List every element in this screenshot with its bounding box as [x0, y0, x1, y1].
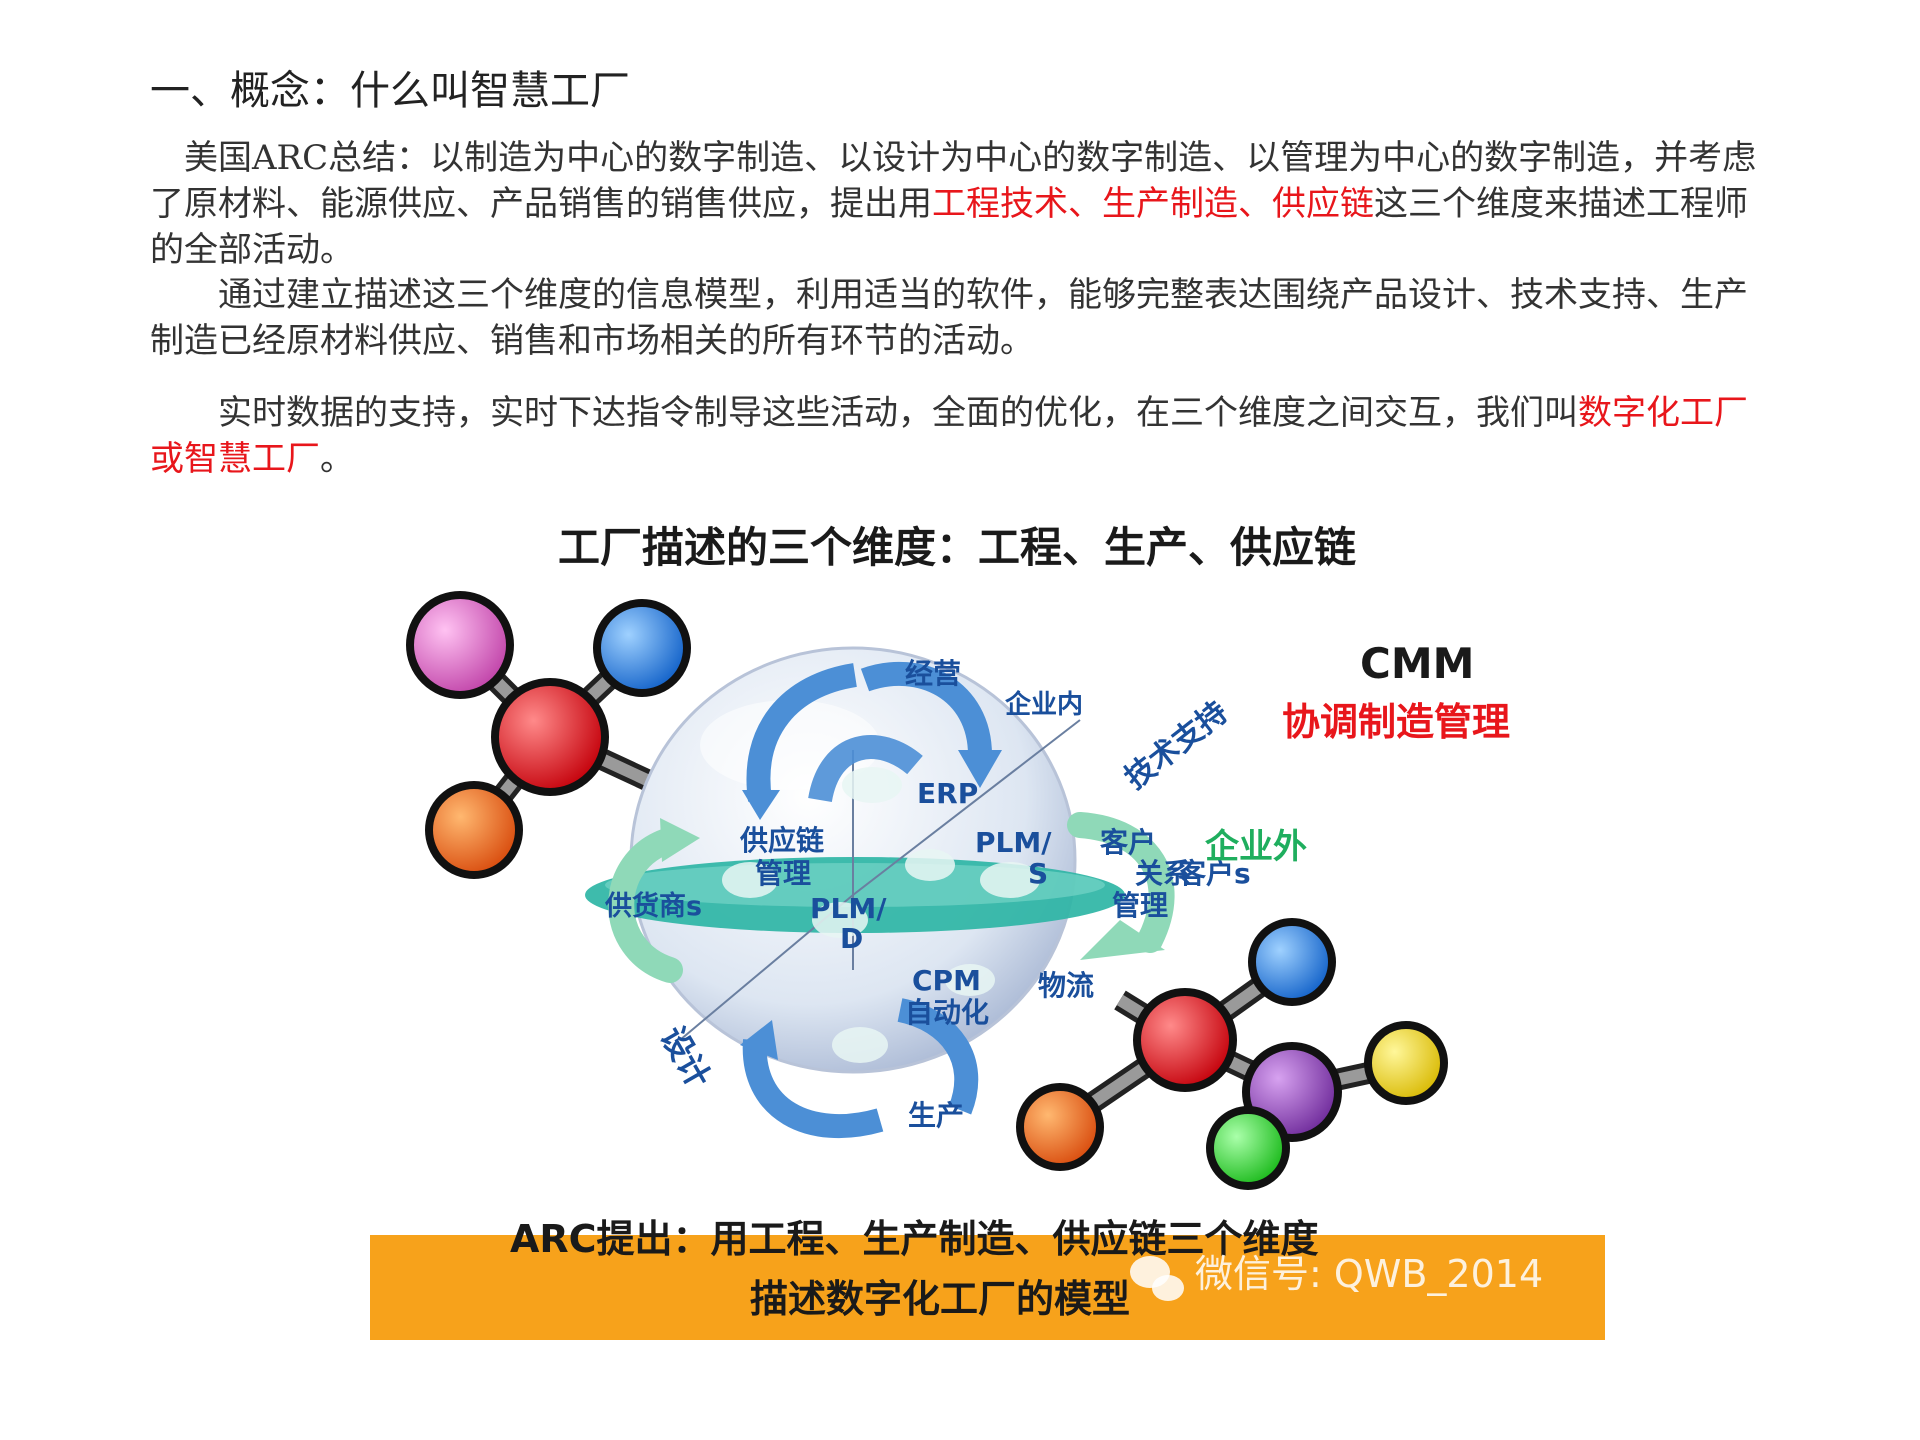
para1-highlight: 工程技术、生产制造、供应链: [932, 184, 1374, 224]
label-qiyenei: 企业内: [1005, 689, 1083, 720]
para1-text: 美国ARC总结：以制造为中心的数字制造、以设计为中心的数字制造、以管理为中心的数…: [150, 138, 1757, 224]
molecule-right: [1016, 918, 1448, 1190]
para3-highlight: 数字化工厂或智慧工厂: [150, 393, 1748, 479]
arrow-top-left: [808, 735, 923, 803]
paragraph-info-model: 通过建立描述这三个维度的信息模型，利用适当的软件，能够完整表达围绕产品设计、技术…: [150, 272, 1770, 364]
label-plms-1: PLM/: [975, 826, 1052, 859]
para1-text-end: 这三个维度来描述工程师的全部活动。: [150, 184, 1748, 270]
factory-dimensions-figure: 工厂描述的三个维度：工程、生产、供应链: [360, 500, 1640, 1350]
label-guanli-left: 管理: [755, 857, 811, 890]
label-erp: ERP: [917, 777, 978, 810]
label-gongyinglian: 供应链: [739, 824, 824, 857]
arrow-bottom-right: [897, 998, 979, 1115]
label-cpm: CPM: [912, 964, 981, 997]
label-plmd-1: PLM/: [810, 892, 887, 925]
label-jingying: 经营: [905, 657, 961, 690]
arrow-right-green: [1067, 812, 1175, 953]
label-wuliu: 物流: [1038, 969, 1094, 1002]
molecule-left: [406, 591, 695, 879]
arrow-top-head: [958, 750, 1002, 788]
watermark: 微信号: QWB_2014: [1195, 1252, 1543, 1296]
label-plms-2: S: [1028, 857, 1048, 890]
label-kehu: 客户: [1100, 826, 1156, 859]
figure-title: 工厂描述的三个维度：工程、生产、供应链: [558, 523, 1356, 572]
label-shengchan: 生产: [908, 1099, 964, 1132]
label-zidonghua: 自动化: [905, 996, 989, 1029]
label-gonghuoshang: 供货商s: [604, 890, 702, 922]
para2-text: 通过建立描述这三个维度的信息模型，利用适当的软件，能够完整表达围绕产品设计、技术…: [150, 275, 1748, 361]
label-jishuzhichi: 技术支持: [1118, 695, 1234, 796]
label-cmm-sub: 协调制造管理: [1282, 700, 1510, 744]
banner-line2: 描述数字化工厂的模型: [750, 1277, 1130, 1321]
paragraph-arc-summary: 美国ARC总结：以制造为中心的数字制造、以设计为中心的数字制造、以管理为中心的数…: [150, 135, 1770, 273]
figure-canvas: 工厂描述的三个维度：工程、生产、供应链: [370, 523, 1605, 1340]
atom-orange-2: [1016, 1083, 1104, 1171]
arrow-bottom-left: [742, 1039, 884, 1139]
arrow-top-back: [746, 663, 858, 802]
label-sheji: 设计: [653, 1020, 718, 1094]
wechat-icon: [1130, 1256, 1184, 1301]
label-plmd-2: D: [840, 922, 863, 955]
section-heading: 一、概念：什么叫智慧工厂: [150, 68, 630, 114]
para3-text: 实时数据的支持，实时下达指令制导这些活动，全面的优化，在三个维度之间交互，我们叫: [218, 393, 1578, 433]
atom-red: [491, 678, 609, 796]
label-kehus: 客户s: [1178, 857, 1251, 890]
arrow-left-green: [608, 827, 683, 983]
para3-text-end: 。: [320, 439, 354, 479]
axis-support: [852, 719, 1081, 896]
label-guanli-right: 管理: [1112, 889, 1168, 922]
atom-blue: [593, 599, 691, 697]
atom-blue-2: [1248, 918, 1336, 1006]
label-qiyewai: 企业外: [1205, 827, 1307, 867]
atom-red-2: [1133, 988, 1237, 1092]
label-guanxi: 关系: [1135, 857, 1191, 890]
atom-yellow: [1364, 1021, 1448, 1105]
paragraph-realtime: 实时数据的支持，实时下达指令制导这些活动，全面的优化，在三个维度之间交互，我们叫…: [150, 390, 1770, 482]
arrow-top-right: [860, 661, 992, 756]
label-cmm: CMM: [1360, 639, 1474, 688]
atom-orange: [425, 781, 523, 879]
atom-green: [1206, 1106, 1290, 1190]
banner-line1: ARC提出：用工程、生产制造、供应链三个维度: [510, 1217, 1319, 1261]
banner: [370, 1235, 1605, 1340]
atom-pink: [406, 591, 514, 699]
